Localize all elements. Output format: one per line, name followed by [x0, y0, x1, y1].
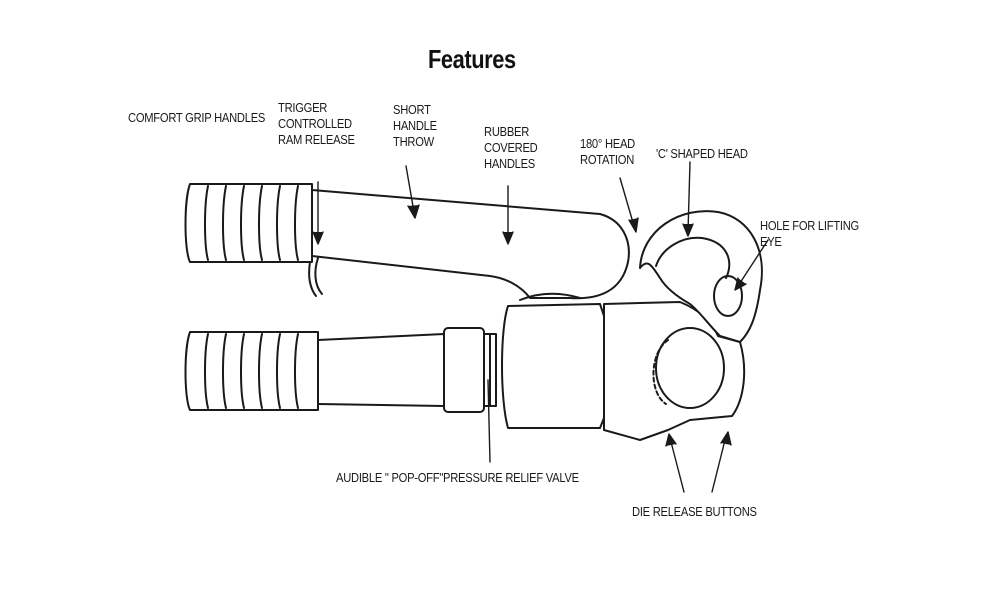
label-pressure-relief-valve: AUDIBLE " POP-OFF"PRESSURE RELIEF VALVE [336, 470, 579, 485]
lower-shaft [317, 333, 445, 407]
label-c-shaped-head: 'C' SHAPED HEAD [656, 146, 748, 161]
label-rubber-covered-handles: RUBBER COVERED HANDLES [484, 124, 538, 171]
leader-lines [312, 161, 769, 493]
c-shaped-head [639, 210, 763, 343]
upper-handle-arm [311, 189, 630, 300]
label-head-rotation: 180° HEAD ROTATION [580, 136, 635, 167]
label-lifting-eye: HOLE FOR LIFTING EYE [760, 218, 859, 249]
upper-grip-handle [184, 183, 313, 263]
die-opening [655, 327, 725, 409]
pump-body [501, 303, 605, 429]
trigger-hook [314, 257, 323, 295]
diagram-title: Features [428, 44, 516, 74]
label-short-handle-throw: SHORT HANDLE THROW [393, 102, 437, 149]
lifting-eye-hole [713, 275, 743, 317]
label-die-release-buttons: DIE RELEASE BUTTONS [632, 504, 757, 519]
lower-grip-handle [184, 331, 319, 411]
label-comfort-grip-handles: COMFORT GRIP HANDLES [128, 110, 266, 125]
label-trigger-ram-release: TRIGGER CONTROLLED RAM RELEASE [278, 100, 355, 147]
handle-collar [443, 327, 485, 413]
